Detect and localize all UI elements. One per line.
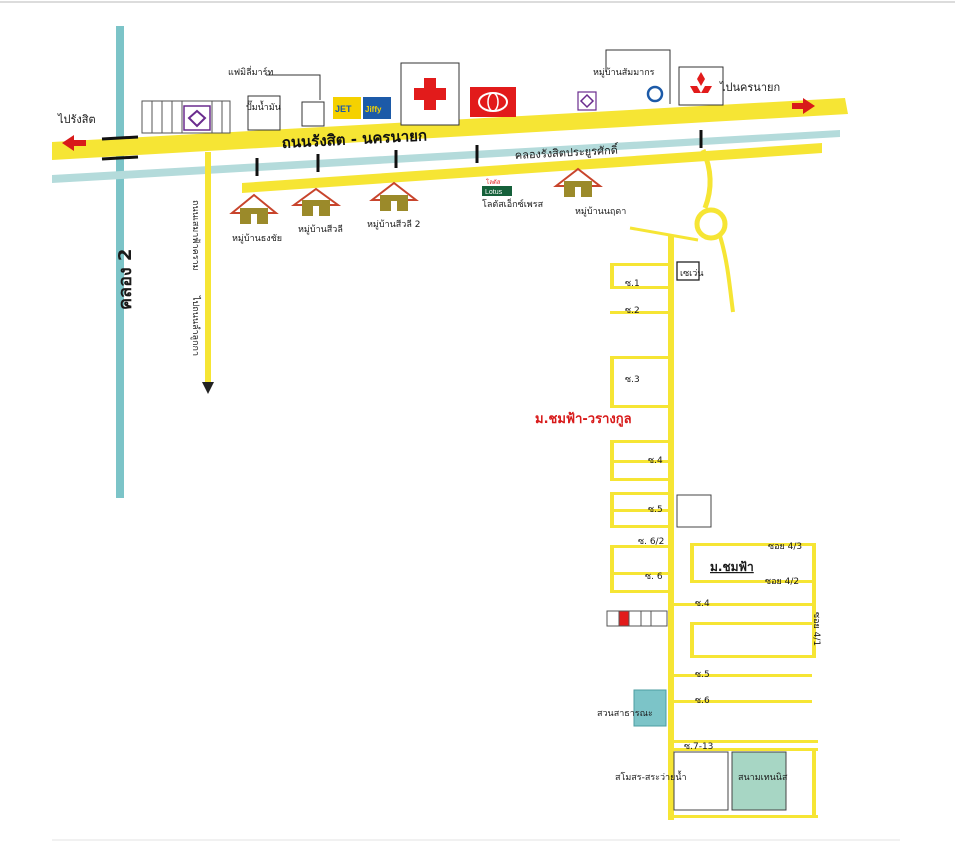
side-road-sema-fa-kram — [205, 152, 211, 387]
label-park: สวนสาธารณะ — [597, 709, 653, 719]
building-box — [676, 494, 712, 528]
tennis-court-box — [731, 751, 787, 811]
label-lotus-thai: โลตัส — [486, 178, 501, 186]
label-village-narueda: หมู่บ้านนฤดา — [575, 206, 626, 217]
gas-station-box — [247, 95, 281, 131]
arrow-right-shaft — [792, 103, 804, 109]
arrow-left-icon — [62, 135, 74, 151]
scb-small-icon — [577, 91, 597, 111]
label-to-rangsit: ไปรังสิต — [57, 113, 96, 126]
toyota-inner — [487, 92, 499, 112]
label-project-name: ม.ชมฟ้า-วรางกูล — [535, 411, 632, 427]
park-area — [633, 689, 667, 727]
label-soi-6-2: ซ. 6/2 — [638, 537, 664, 547]
label-soi-4-3: ซอย 4/3 — [768, 542, 802, 552]
label-tennis: สนามเทนนิส — [738, 772, 788, 783]
label-soi-1: ซ.1 — [625, 279, 640, 289]
village-house-icons — [229, 167, 603, 224]
arrow-left-shaft — [74, 140, 86, 146]
soi-network — [610, 148, 818, 820]
label-soi-6-left: ซ. 6 — [645, 572, 663, 582]
label-side-road: ถนนเสมาฟ้าคราม — [190, 200, 201, 271]
label-project-subname: ม.ชมฟ้า — [710, 560, 754, 574]
arrow-down-icon — [202, 382, 214, 394]
lotus-top — [484, 178, 510, 185]
label-soi-7-13: ซ.7-13 — [684, 742, 713, 752]
label-to-lamlukka: ไปถนนลำลูกกา — [190, 295, 201, 356]
label-clubhouse: สโมสร-สระว่ายน้ำ — [615, 770, 687, 783]
label-gas-station: ปั๊มน้ำมัน — [246, 100, 281, 113]
label-village-sammakorn: หมู่บ้านสัมมากร — [593, 67, 655, 78]
label-soi-4-1: ซอย 4/1 — [811, 612, 821, 646]
jiffy-logo-icon — [363, 97, 391, 119]
scb-logo-shape — [187, 109, 207, 128]
house-icon — [369, 181, 419, 211]
family-mart-pointer — [266, 74, 321, 100]
label-seven-eleven: เซเว่น — [680, 269, 703, 279]
roundabout — [694, 207, 728, 241]
road-east — [718, 235, 735, 313]
bridge-canal2-top — [101, 135, 139, 141]
label-soi-2: ซ.2 — [625, 306, 640, 316]
lotus-logo-icon — [482, 186, 512, 196]
label-soi-5-right: ซ.5 — [695, 670, 710, 680]
arrow-right-icon — [803, 98, 815, 114]
label-jiffy: Jiffy — [365, 105, 382, 114]
bridges — [101, 130, 703, 176]
label-jet: JET — [335, 104, 352, 114]
label-family-mart: แฟมิลี่มาร์ท — [228, 65, 273, 78]
main-soi — [668, 236, 674, 820]
family-mart-box — [301, 101, 325, 127]
shophouse-row-2 — [606, 610, 668, 627]
frontage-road — [242, 143, 822, 193]
scb-small-logo — [579, 93, 595, 109]
connector-road — [700, 148, 713, 209]
label-soi-3: ซ.3 — [625, 375, 640, 385]
label-canal-2: คลอง 2 — [115, 249, 136, 310]
jet-logo-icon — [333, 97, 361, 119]
label-to-nakhonnayok: ไปนครนายก — [719, 81, 780, 94]
label-soi-4-right: ซ.4 — [695, 599, 710, 609]
label-soi-6-right: ซ.6 — [695, 696, 710, 706]
mitsubishi-logo-icon — [690, 72, 712, 93]
clubhouse-box — [673, 751, 729, 811]
bridge-canal2-bottom — [101, 155, 139, 161]
house-icon — [229, 193, 279, 224]
label-lotus-sub: Lotus — [485, 189, 503, 196]
label-soi-4-2: ซอย 4/2 — [765, 577, 799, 587]
canal-rangsit-prayoonsak — [52, 130, 840, 183]
canal-2 — [116, 26, 124, 498]
main-road — [52, 98, 848, 160]
label-village-sivalee: หมู่บ้านสีวลี — [298, 224, 343, 235]
seven-eleven-box — [676, 261, 700, 281]
label-soi-5-left: ซ.5 — [648, 505, 663, 515]
road-northwest — [629, 226, 699, 242]
house-icon — [290, 187, 342, 216]
label-soi-4-left: ซ.4 — [648, 456, 663, 466]
sammakorn-logo-icon — [646, 85, 664, 103]
toyota-logo-icon — [470, 87, 516, 117]
label-lotus-express: โลตัสเอ็กซ์เพรส — [482, 197, 544, 210]
house-icon — [553, 167, 603, 197]
label-village-sivalee-2: หมู่บ้านสีวลี 2 — [367, 219, 420, 230]
label-village-thongchai: หมู่บ้านธงชัย — [232, 233, 282, 244]
red-cross-bar — [414, 88, 446, 100]
sammakorn-pointer — [605, 49, 671, 104]
